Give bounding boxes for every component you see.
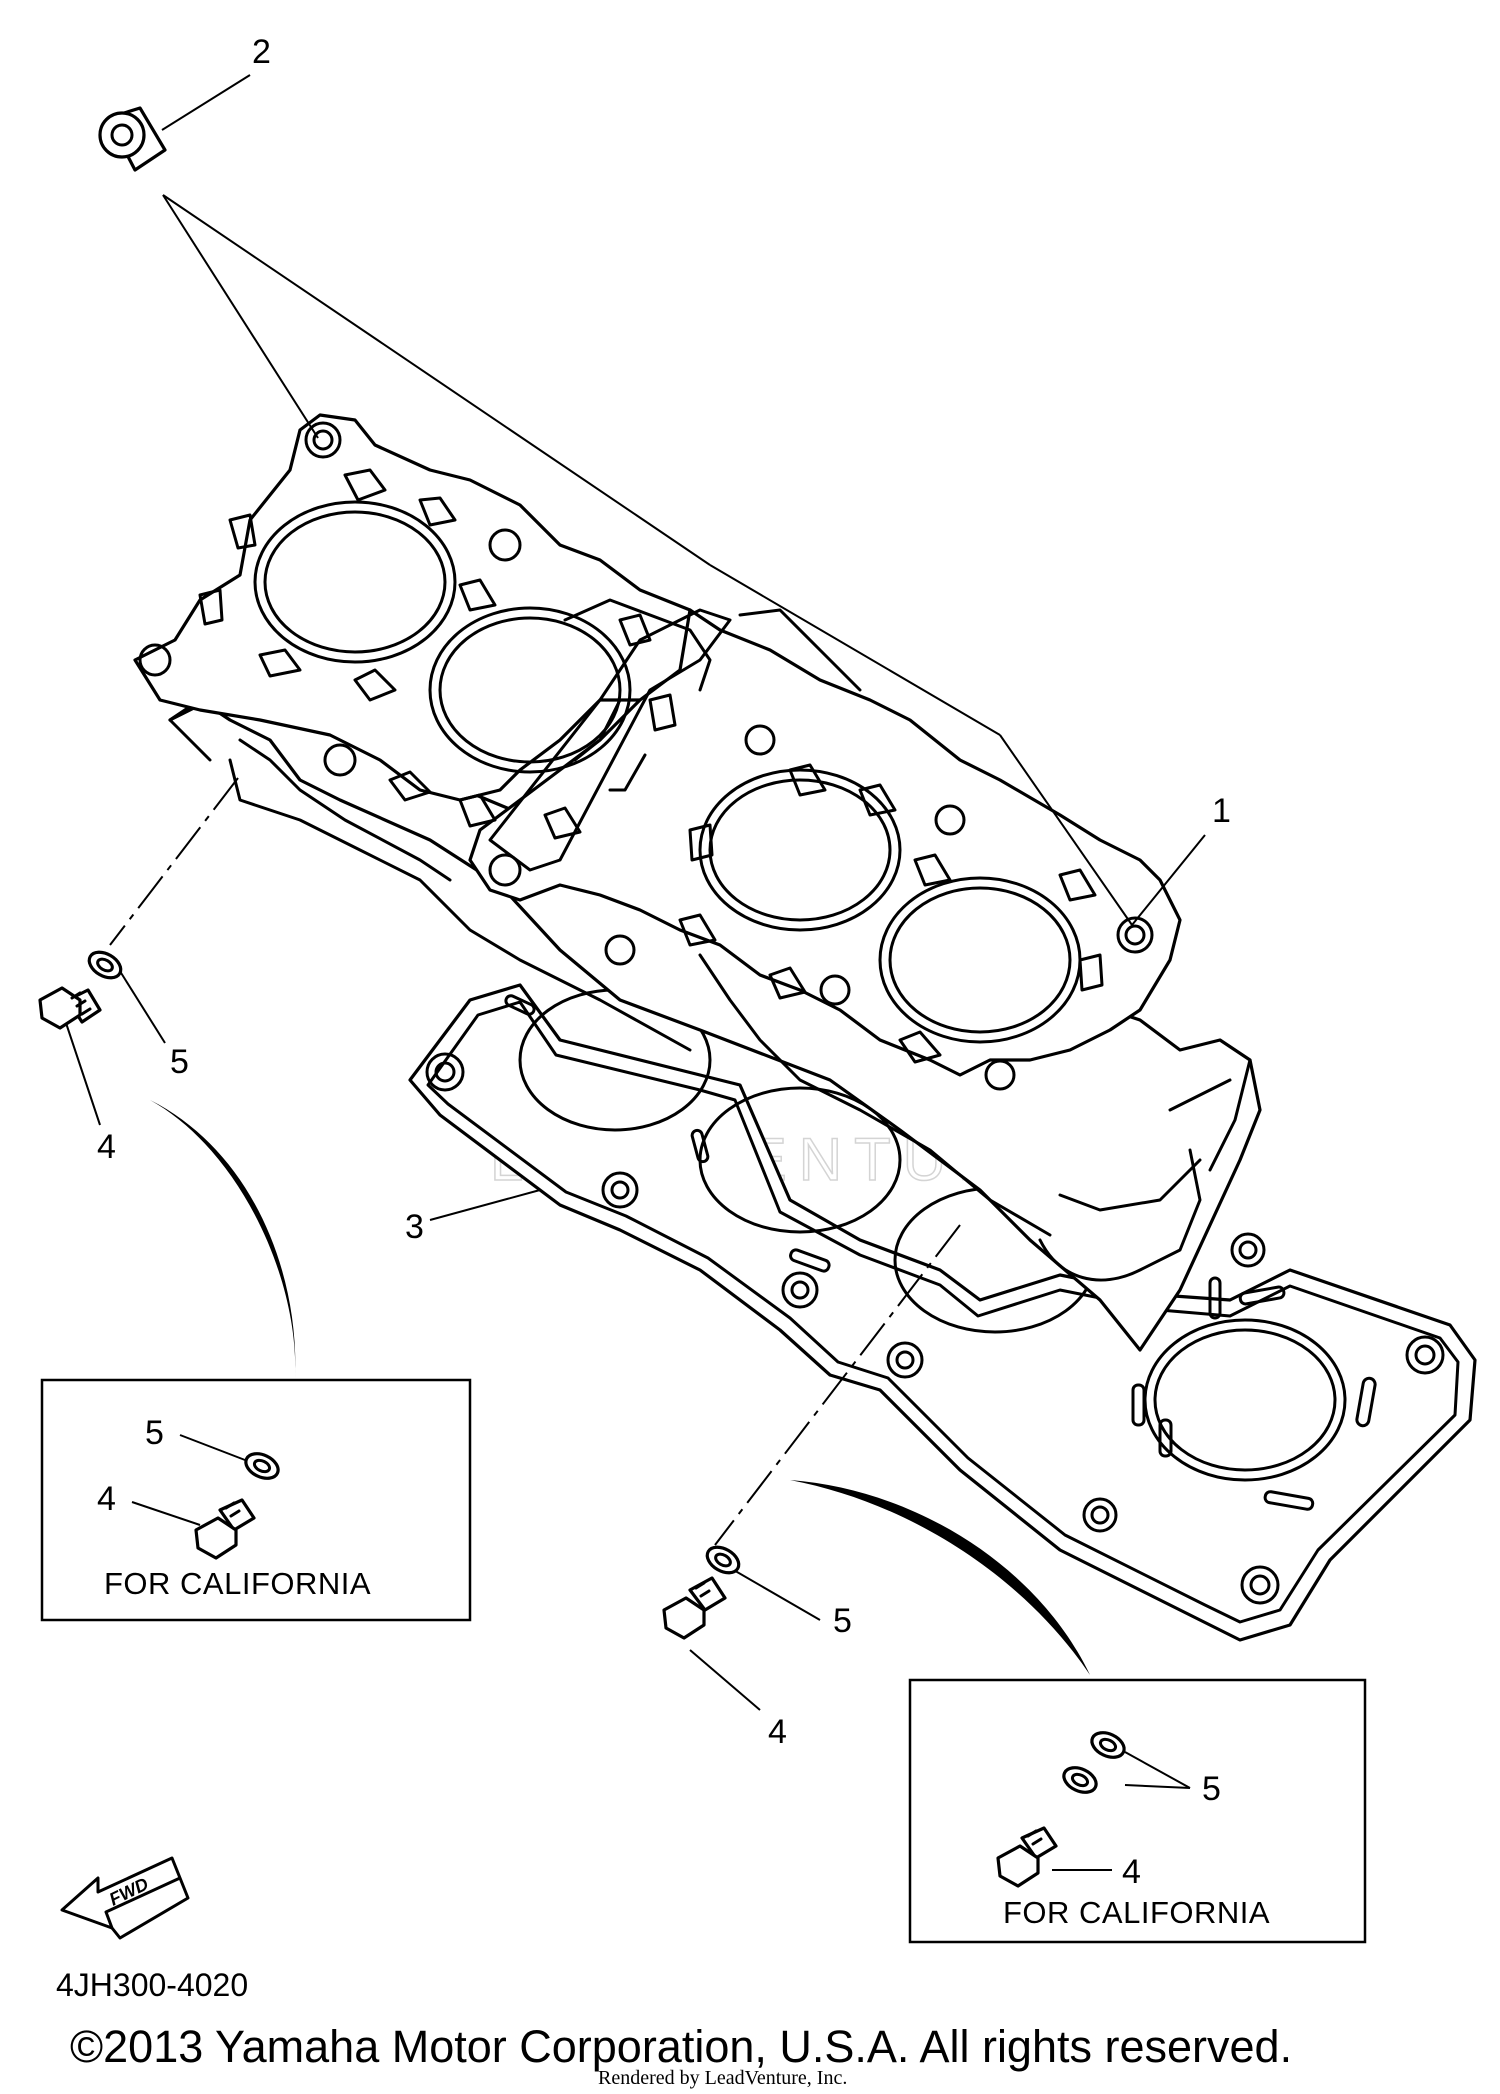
fwd-arrow-icon: FWD (60, 1856, 190, 1940)
bolt-icon (662, 1576, 727, 1640)
copyright-text: ©2013 Yamaha Motor Corporation, U.S.A. A… (70, 2021, 1292, 2072)
washer-icon (1062, 1766, 1098, 1794)
washer-icon (87, 950, 123, 980)
leader-lines (64, 74, 1206, 1711)
dowel-pin-icon (98, 106, 167, 172)
rendered-by-text: Rendered by LeadVenture, Inc. (598, 2067, 847, 2089)
bolt-icon (996, 1826, 1058, 1888)
callout-5: 5 (170, 1043, 189, 1081)
callout-4: 4 (1122, 1853, 1141, 1891)
bolt-icon (38, 986, 102, 1030)
cylinder-block (133, 413, 1262, 1352)
curved-pointer-left (150, 1100, 296, 1380)
washer-icon (244, 1452, 280, 1480)
california-box-right: 5 4 FOR CALIFORNIA (908, 1678, 1367, 1944)
bolt-icon (194, 1498, 256, 1560)
california-box-left: 5 4 FOR CALIFORNIA (40, 1378, 472, 1622)
callout-5: 5 (145, 1414, 164, 1452)
callout-3: 3 (405, 1208, 424, 1246)
callout-5: 5 (833, 1602, 852, 1640)
callout-2: 2 (252, 33, 271, 71)
callout-5: 5 (1202, 1770, 1221, 1808)
callout-1: 1 (1212, 792, 1231, 830)
diagram-code: 4JH300-4020 (56, 1967, 248, 2003)
box-label: FOR CALIFORNIA (104, 1566, 371, 1601)
callout-4: 4 (97, 1128, 116, 1166)
washer-icon (1090, 1731, 1126, 1759)
head-gasket (408, 983, 1477, 1642)
callout-4: 4 (768, 1713, 787, 1751)
callout-4: 4 (97, 1480, 116, 1518)
box-label: FOR CALIFORNIA (1003, 1895, 1270, 1930)
washer-icon (705, 1545, 741, 1575)
